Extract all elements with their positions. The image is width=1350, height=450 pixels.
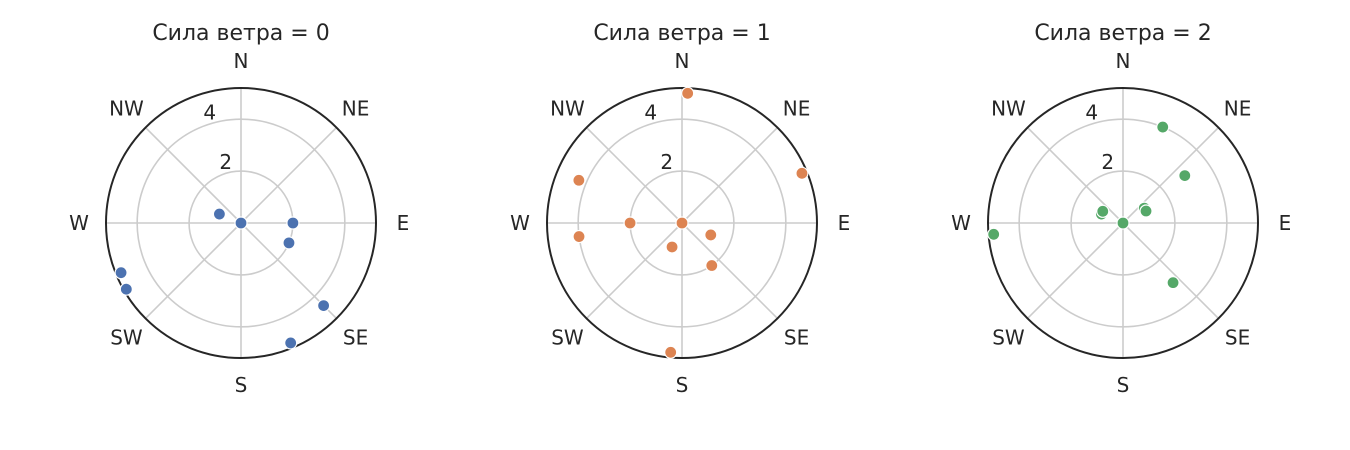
direction-label-ne: NE xyxy=(1224,96,1252,120)
data-point xyxy=(282,236,296,250)
data-point xyxy=(119,282,133,296)
data-point xyxy=(1178,168,1192,183)
data-point xyxy=(675,216,689,230)
direction-label-s: S xyxy=(1117,373,1130,397)
spoke-gridline xyxy=(1026,222,1124,320)
radial-tick-label: 2 xyxy=(660,150,673,174)
data-point xyxy=(212,207,227,221)
data-point xyxy=(1156,120,1170,134)
data-point xyxy=(623,216,637,230)
spoke-gridline xyxy=(681,126,779,224)
polar-panel-wind-2: 2 4 N NE E SE S SW W NW Сила ветра = 2 xyxy=(951,21,1291,397)
data-point xyxy=(705,258,719,273)
direction-label-se: SE xyxy=(1225,326,1250,350)
data-point xyxy=(681,86,695,100)
radial-tick-label: 4 xyxy=(203,100,216,124)
polar-panel-wind-1: 2 4 N NE E SE S SW W NW Сила ветра = 1 xyxy=(510,21,850,397)
direction-label-n: N xyxy=(1116,49,1131,73)
polar-panel-wind-0: 2 4 N NE E SE S SW W NW Сила ветра = 0 xyxy=(69,21,409,397)
data-point xyxy=(795,166,809,180)
panel-title: Сила ветра = 0 xyxy=(152,21,329,46)
ring-gridline xyxy=(577,118,787,328)
direction-label-s: S xyxy=(235,373,248,397)
polar-frame xyxy=(546,87,818,359)
data-point xyxy=(572,229,586,244)
spoke-gridline xyxy=(681,222,779,320)
data-point xyxy=(1139,204,1153,218)
direction-label-nw: NW xyxy=(109,96,144,120)
direction-label-nw: NW xyxy=(991,96,1026,120)
data-point xyxy=(317,299,331,313)
data-point xyxy=(114,266,128,280)
data-point xyxy=(665,240,679,254)
ring-gridline xyxy=(1018,118,1228,328)
direction-label-e: E xyxy=(397,211,410,235)
direction-label-w: W xyxy=(69,211,89,235)
data-point xyxy=(284,336,298,350)
data-point xyxy=(664,345,678,359)
data-point xyxy=(704,228,718,242)
data-point xyxy=(1166,276,1180,290)
data-point xyxy=(572,173,586,187)
radial-tick-label: 2 xyxy=(1101,150,1114,174)
direction-label-sw: SW xyxy=(551,326,584,350)
direction-label-se: SE xyxy=(343,326,368,350)
data-point xyxy=(234,216,248,230)
spoke-gridline xyxy=(1122,126,1220,224)
spoke-gridline xyxy=(585,222,683,320)
direction-label-ne: NE xyxy=(342,96,370,120)
panel-title: Сила ветра = 2 xyxy=(1034,21,1211,46)
direction-label-n: N xyxy=(234,49,249,73)
direction-label-e: E xyxy=(838,211,851,235)
direction-label-w: W xyxy=(951,211,971,235)
data-point xyxy=(1096,204,1110,218)
spoke-gridline xyxy=(144,126,242,224)
spoke-gridline xyxy=(1122,222,1220,320)
direction-label-sw: SW xyxy=(992,326,1025,350)
direction-label-se: SE xyxy=(784,326,809,350)
spoke-gridline xyxy=(240,126,338,224)
spoke-gridline xyxy=(144,222,242,320)
data-point xyxy=(1116,216,1130,230)
direction-label-sw: SW xyxy=(110,326,143,350)
data-point xyxy=(987,227,1001,241)
direction-label-e: E xyxy=(1279,211,1292,235)
radial-tick-label: 4 xyxy=(1085,100,1098,124)
radial-tick-label: 2 xyxy=(219,150,232,174)
polar-frame xyxy=(987,87,1259,359)
spoke-gridline xyxy=(585,126,683,224)
direction-label-w: W xyxy=(510,211,530,235)
direction-label-ne: NE xyxy=(783,96,811,120)
direction-label-s: S xyxy=(676,373,689,397)
direction-label-nw: NW xyxy=(550,96,585,120)
radial-tick-label: 4 xyxy=(644,100,657,124)
ring-gridline xyxy=(136,118,346,328)
ring-gridline xyxy=(1070,170,1176,276)
polar-frame xyxy=(105,87,377,359)
direction-label-n: N xyxy=(675,49,690,73)
panel-title: Сила ветра = 1 xyxy=(593,21,770,46)
data-point xyxy=(286,216,300,230)
